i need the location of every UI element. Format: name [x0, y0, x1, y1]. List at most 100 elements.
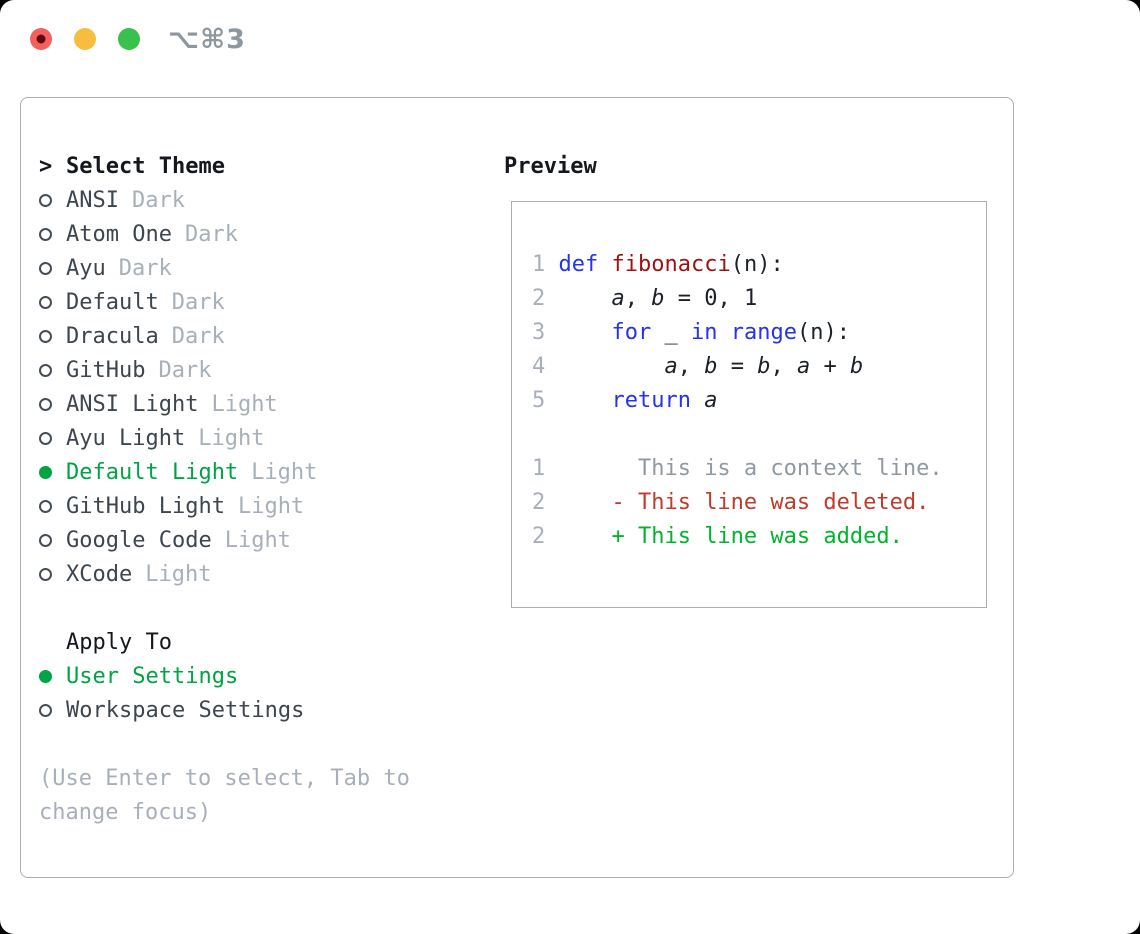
variable-token: b: [849, 354, 864, 379]
option-label: Ayu: [66, 255, 106, 281]
diff-added-text: + This line was added.: [545, 524, 903, 549]
code-line: 3 for _ in range(n):: [532, 320, 986, 354]
record-dot-icon: [36, 34, 46, 44]
option-tag: Dark: [171, 289, 225, 315]
option-label: ANSI: [66, 187, 119, 213]
option-tag: Dark: [118, 255, 172, 281]
code-line: 5 return a: [532, 388, 986, 422]
window-title: ⌥⌘3: [168, 24, 246, 55]
code-text: [559, 388, 612, 413]
variable-token: a: [664, 354, 678, 379]
theme-option[interactable]: Ayu Dark: [39, 251, 479, 285]
option-label: Workspace Settings: [66, 697, 305, 723]
option-label: Atom One: [66, 221, 172, 247]
theme-option[interactable]: ANSI Dark: [39, 183, 479, 217]
option-tag: Dark: [184, 221, 238, 247]
code-text: ,: [624, 286, 652, 311]
variable-token: b: [704, 354, 718, 379]
help-line: change focus): [39, 799, 212, 825]
option-tag: Light: [237, 493, 305, 519]
radio-icon: [39, 227, 66, 241]
code-line: 2 + This line was added.: [532, 524, 986, 558]
code-text: [717, 320, 730, 345]
maximize-button[interactable]: [118, 28, 140, 50]
code-text: = 0, 1: [664, 286, 758, 311]
theme-option[interactable]: Default Light Light: [39, 455, 479, 489]
theme-option[interactable]: Google Code Light: [39, 523, 479, 557]
line-number: 2: [532, 490, 546, 515]
option-label: GitHub: [66, 357, 146, 383]
radio-icon: [39, 533, 66, 547]
theme-list: ANSI Dark Atom One Dark Ayu Dark Default…: [39, 183, 479, 591]
apply-to-header: Apply To: [39, 625, 479, 659]
variable-token: a: [611, 286, 625, 311]
theme-option[interactable]: Ayu Light Light: [39, 421, 479, 455]
line-number: 4: [532, 354, 559, 379]
theme-option[interactable]: GitHub Dark: [39, 353, 479, 387]
theme-option[interactable]: Dracula Dark: [39, 319, 479, 353]
line-number: 1: [532, 252, 559, 277]
theme-option[interactable]: XCode Light: [39, 557, 479, 591]
traffic-lights: [30, 28, 140, 50]
minimize-button[interactable]: [74, 28, 96, 50]
prompt-caret-icon: >: [39, 153, 53, 179]
option-label: GitHub Light: [66, 493, 225, 519]
code-line: 2 a, b = 0, 1: [532, 286, 986, 320]
code-line: [532, 422, 986, 456]
code-line: 1 This is a context line.: [532, 456, 986, 490]
radio-icon: [39, 465, 66, 479]
code-text: (n):: [796, 320, 850, 345]
radio-icon: [39, 363, 66, 377]
diff-context-text: This is a context line.: [545, 456, 943, 481]
code-text: =: [717, 354, 758, 379]
variable-token: a: [796, 354, 811, 379]
theme-option[interactable]: ANSI Light Light: [39, 387, 479, 421]
code-text: +: [810, 354, 850, 379]
theme-picker-window: > Select Theme ANSI Dark Atom One Dark A…: [20, 97, 1014, 878]
option-tag: Light: [145, 561, 212, 587]
option-tag: Dark: [158, 357, 212, 383]
theme-option[interactable]: Atom One Dark: [39, 217, 479, 251]
radio-icon: [39, 703, 66, 717]
theme-option[interactable]: Default Dark: [39, 285, 479, 319]
help-line: (Use Enter to select, Tab to: [39, 765, 410, 791]
code-line: 2 - This line was deleted.: [532, 490, 986, 524]
radio-icon: [39, 669, 66, 683]
radio-icon: [39, 193, 66, 207]
radio-icon: [39, 431, 66, 445]
keyword-token: for: [611, 320, 652, 345]
code-text: [598, 252, 611, 277]
apply-to-title: Apply To: [66, 629, 172, 655]
variable-token: b: [757, 354, 771, 379]
apply-target-option[interactable]: Workspace Settings: [39, 693, 479, 727]
diff-deleted-text: - This line was deleted.: [545, 490, 930, 515]
radio-icon: [39, 567, 66, 581]
option-tag: Light: [251, 459, 318, 485]
option-label: ANSI Light: [66, 391, 199, 417]
keyword-token: def: [558, 252, 599, 277]
code-line: 1 def fibonacci(n):: [532, 252, 986, 286]
close-button[interactable]: [30, 28, 52, 50]
theme-section-header: > Select Theme: [39, 149, 479, 183]
radio-icon: [39, 397, 66, 411]
code-text: ,: [770, 354, 797, 379]
option-tag: Dark: [131, 187, 185, 213]
option-tag: Light: [211, 391, 278, 417]
code-text: (n):: [730, 252, 784, 277]
option-label: User Settings: [66, 663, 239, 689]
option-label: Dracula: [66, 323, 159, 349]
keyword-token: range: [730, 320, 797, 345]
left-column: > Select Theme ANSI Dark Atom One Dark A…: [39, 149, 479, 829]
radio-icon: [39, 295, 66, 309]
option-label: Google Code: [66, 527, 212, 553]
option-tag: Light: [198, 425, 265, 451]
option-label: Default: [66, 289, 159, 315]
code-text: ,: [677, 354, 705, 379]
apply-target-option[interactable]: User Settings: [39, 659, 479, 693]
keyword-token: in: [690, 320, 718, 345]
theme-option[interactable]: GitHub Light Light: [39, 489, 479, 523]
help-text: (Use Enter to select, Tab to change focu…: [39, 761, 479, 829]
function-name-token: fibonacci: [611, 252, 731, 277]
